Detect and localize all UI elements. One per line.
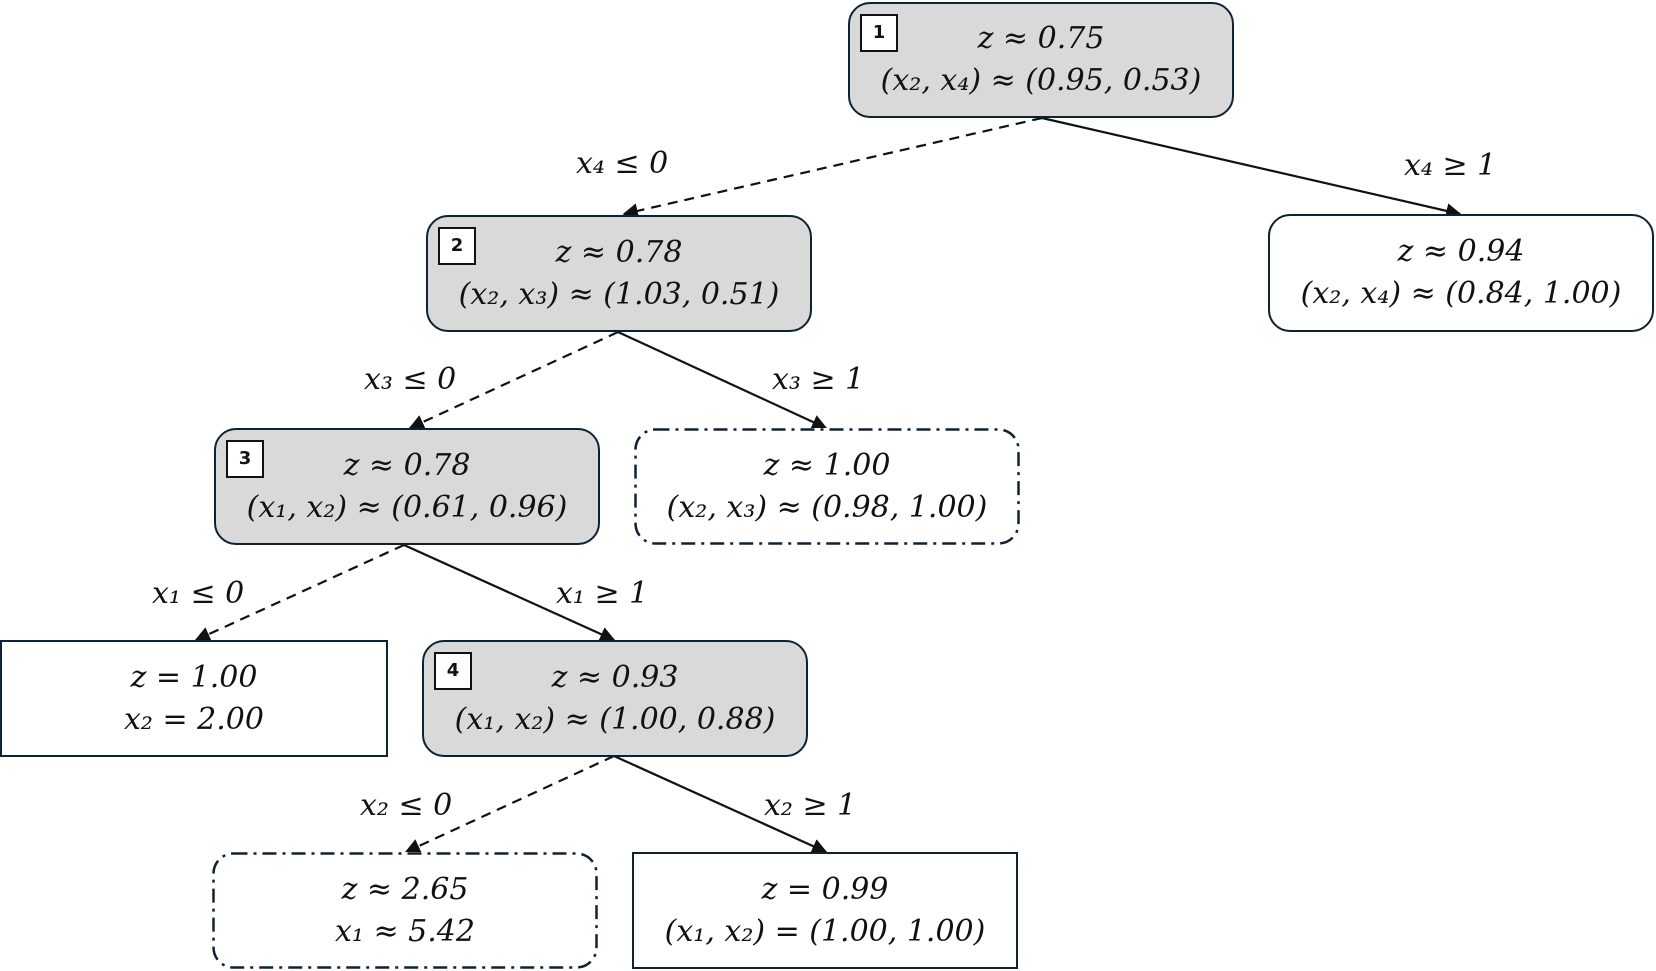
edge-x3-down (408, 331, 619, 430)
edge-label-x3-up: x₃ ≥ 1 (772, 362, 865, 397)
node-solution: (x₂, x₃) ≈ (0.98, 1.00) (666, 489, 988, 525)
edge-label-x2-up: x₂ ≥ 1 (764, 788, 857, 823)
node-4: 4 z ≈ 0.93 (x₁, x₂) ≈ (1.00, 0.88) (422, 640, 808, 757)
node-x2-up: z = 0.99 (x₁, x₂) = (1.00, 1.00) (632, 852, 1018, 969)
node-objective: z ≈ 0.93 (551, 659, 679, 695)
node-3: 3 z ≈ 0.78 (x₁, x₂) ≈ (0.61, 0.96) (214, 428, 600, 545)
node-objective: z ≈ 0.94 (1397, 234, 1525, 269)
edge-x1-up (403, 543, 616, 642)
node-objective: z ≈ 0.78 (343, 447, 471, 483)
node-objective: z ≈ 0.78 (555, 234, 683, 270)
node-number-badge: 1 (860, 14, 898, 52)
node-number-badge: 2 (438, 227, 476, 265)
node-x3-up: z ≈ 1.00 (x₂, x₃) ≈ (0.98, 1.00) (634, 428, 1020, 545)
node-number-badge: 4 (434, 652, 472, 690)
node-solution: (x₂, x₄) ≈ (0.95, 0.53) (880, 63, 1202, 98)
node-1: 1 z ≈ 0.75 (x₂, x₄) ≈ (0.95, 0.53) (848, 2, 1234, 118)
node-objective: z ≈ 2.65 (341, 871, 469, 907)
edge-x4-down (622, 116, 1043, 219)
edge-x3-up (617, 331, 828, 430)
node-objective: z = 0.99 (761, 871, 889, 907)
node-solution: x₂ = 2.00 (124, 701, 264, 737)
edge-label-x2-down: x₂ ≤ 0 (360, 788, 453, 823)
edge-label-x1-up: x₁ ≥ 1 (556, 576, 649, 611)
node-x4-up: z ≈ 0.94 (x₂, x₄) ≈ (0.84, 1.00) (1268, 214, 1654, 332)
node-objective: z ≈ 1.00 (763, 447, 891, 483)
edge-label-x4-up: x₄ ≥ 1 (1404, 148, 1497, 183)
node-solution: (x₂, x₄) ≈ (0.84, 1.00) (1300, 276, 1622, 311)
edge-x2-down (404, 755, 615, 854)
edge-label-x3-down: x₃ ≤ 0 (364, 362, 457, 397)
node-solution: (x₁, x₂) ≈ (0.61, 0.96) (246, 489, 568, 525)
node-solution: (x₁, x₂) = (1.00, 1.00) (664, 913, 986, 949)
node-objective: z ≈ 0.75 (977, 21, 1105, 56)
edge-label-x1-down: x₁ ≤ 0 (152, 576, 245, 611)
node-solution: (x₁, x₂) ≈ (1.00, 0.88) (454, 701, 776, 737)
node-2: 2 z ≈ 0.78 (x₂, x₃) ≈ (1.03, 0.51) (426, 215, 812, 332)
node-solution: (x₂, x₃) ≈ (1.03, 0.51) (458, 276, 780, 312)
node-objective: z = 1.00 (130, 659, 258, 695)
edge-x1-down (194, 543, 405, 642)
edge-x2-up (613, 754, 828, 854)
node-x1-down: z = 1.00 x₂ = 2.00 (0, 640, 388, 757)
node-x2-down: z ≈ 2.65 x₁ ≈ 5.42 (212, 852, 598, 969)
edge-label-x4-down: x₄ ≤ 0 (576, 146, 669, 181)
node-solution: x₁ ≈ 5.42 (335, 913, 475, 949)
edge-x4-up (1041, 116, 1462, 219)
node-number-badge: 3 (226, 440, 264, 478)
